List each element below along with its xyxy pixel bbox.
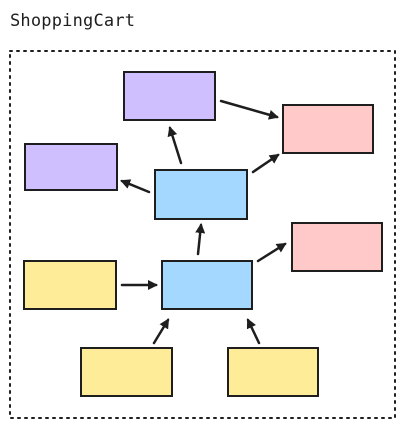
arrow-top-purple-to-top-pink <box>219 99 279 120</box>
node-upper-blue[interactable] <box>154 169 248 220</box>
arrow-central-blue-to-right-pink <box>256 242 287 263</box>
node-top-purple[interactable] <box>123 71 216 121</box>
diagram-title: ShoppingCart <box>10 11 136 31</box>
arrow-upper-blue-to-left-purple <box>120 179 151 194</box>
arrow-upper-blue-to-top-pink <box>251 153 280 174</box>
node-bottom-left-yellow[interactable] <box>80 347 173 397</box>
node-right-pink[interactable] <box>291 222 383 272</box>
node-left-purple[interactable] <box>24 143 118 191</box>
arrow-bottom-right-yellow-to-central-blue <box>246 318 261 345</box>
node-top-pink[interactable] <box>282 104 374 154</box>
node-central-blue[interactable] <box>161 260 253 310</box>
arrow-upper-blue-to-top-purple <box>167 126 183 165</box>
arrow-bottom-left-yellow-to-central-blue <box>152 318 170 345</box>
node-left-yellow[interactable] <box>23 260 117 310</box>
group-frame <box>9 50 396 419</box>
arrow-central-blue-to-upper-blue <box>195 223 206 256</box>
node-bottom-right-yellow[interactable] <box>227 347 319 397</box>
